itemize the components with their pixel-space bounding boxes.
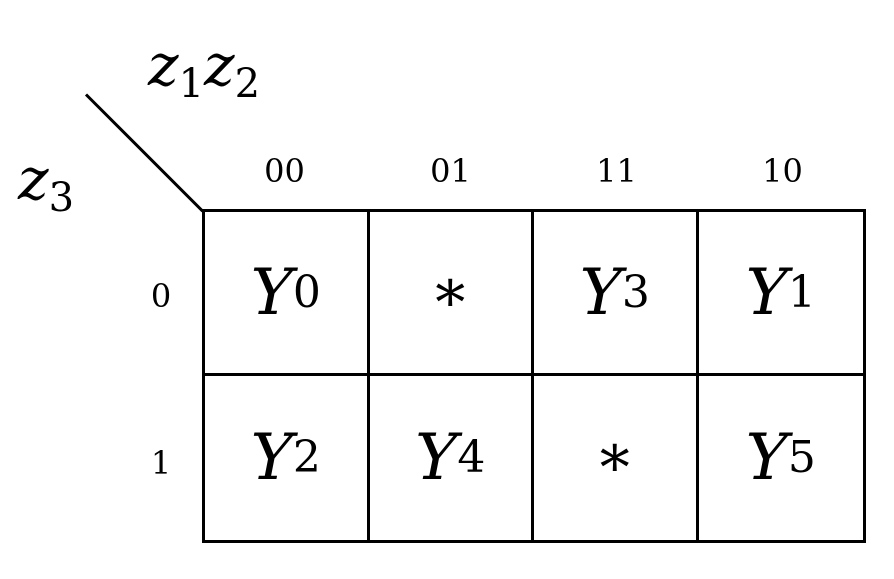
cell-symbol: Y bbox=[250, 421, 293, 495]
row-variable-label: z3 bbox=[18, 150, 74, 218]
z2-subscript: 2 bbox=[234, 61, 261, 107]
cell-subscript: 0 bbox=[292, 266, 321, 318]
cell-symbol: Y bbox=[745, 255, 788, 330]
cell-subscript: 3 bbox=[621, 266, 650, 318]
cell-subscript: 4 bbox=[457, 432, 486, 483]
z3-symbol: z bbox=[18, 145, 49, 213]
cell-symbol: Y bbox=[579, 255, 622, 330]
column-header-11: 11 bbox=[596, 152, 637, 190]
z1-subscript: 1 bbox=[178, 61, 205, 107]
column-header-00: 00 bbox=[264, 152, 305, 190]
cell-subscript: 2 bbox=[292, 432, 321, 483]
column-header-10: 10 bbox=[762, 152, 803, 190]
cell-symbol: Y bbox=[415, 421, 458, 495]
cell-subscript: 5 bbox=[787, 432, 816, 483]
z2-symbol: z bbox=[204, 31, 235, 99]
column-header-01: 01 bbox=[430, 152, 471, 190]
cell-symbol: Y bbox=[250, 255, 293, 330]
column-variables-label: z1z2 bbox=[148, 36, 260, 104]
cell-r1-c11: * bbox=[534, 376, 699, 540]
row-header-0: 0 bbox=[150, 277, 172, 315]
corner-divider-line bbox=[84, 93, 204, 213]
cell-symbol: Y bbox=[745, 421, 788, 495]
cell-r0-c01: * bbox=[369, 212, 534, 376]
z3-subscript: 3 bbox=[48, 175, 75, 221]
row-header-1: 1 bbox=[150, 444, 172, 482]
z1-symbol: z bbox=[148, 31, 179, 99]
dont-care-mark: * bbox=[599, 433, 630, 503]
dont-care-mark: * bbox=[435, 267, 466, 338]
cell-subscript: 1 bbox=[787, 266, 816, 318]
